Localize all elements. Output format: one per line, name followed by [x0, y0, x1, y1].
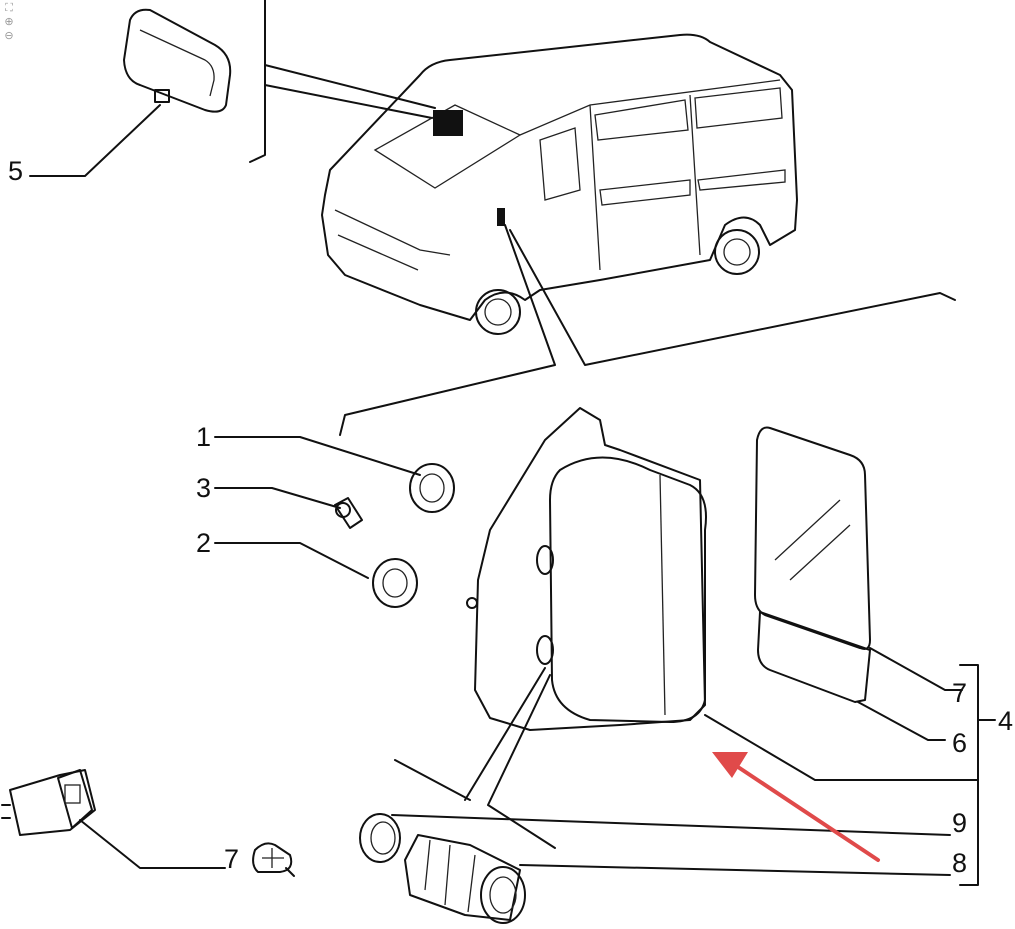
red-arrow-annotation [712, 752, 880, 862]
mirror-switch-drawing [1, 769, 295, 877]
callout-3: 3 [196, 473, 211, 503]
callout-2: 2 [196, 528, 211, 558]
van-drawing [321, 33, 956, 436]
viewer-controls: ⛶ ⊕ ⊖ [3, 2, 17, 42]
callout-7-glass: 7 [952, 678, 967, 708]
zoom-in-icon[interactable]: ⊕ [4, 16, 14, 28]
small-parts-drawing [214, 436, 455, 608]
callout-1: 1 [196, 422, 211, 452]
callout-5: 5 [8, 156, 23, 186]
exterior-mirror-drawing [359, 407, 996, 924]
callout-7-switch: 7 [224, 844, 239, 874]
callout-8: 8 [952, 848, 967, 878]
callout-9: 9 [952, 808, 967, 838]
zoom-out-icon[interactable]: ⊖ [4, 30, 14, 42]
interior-mirror-drawing [29, 0, 436, 177]
fit-screen-icon[interactable]: ⛶ [5, 2, 13, 14]
callout-6: 6 [952, 728, 967, 758]
callout-4: 4 [998, 706, 1013, 736]
